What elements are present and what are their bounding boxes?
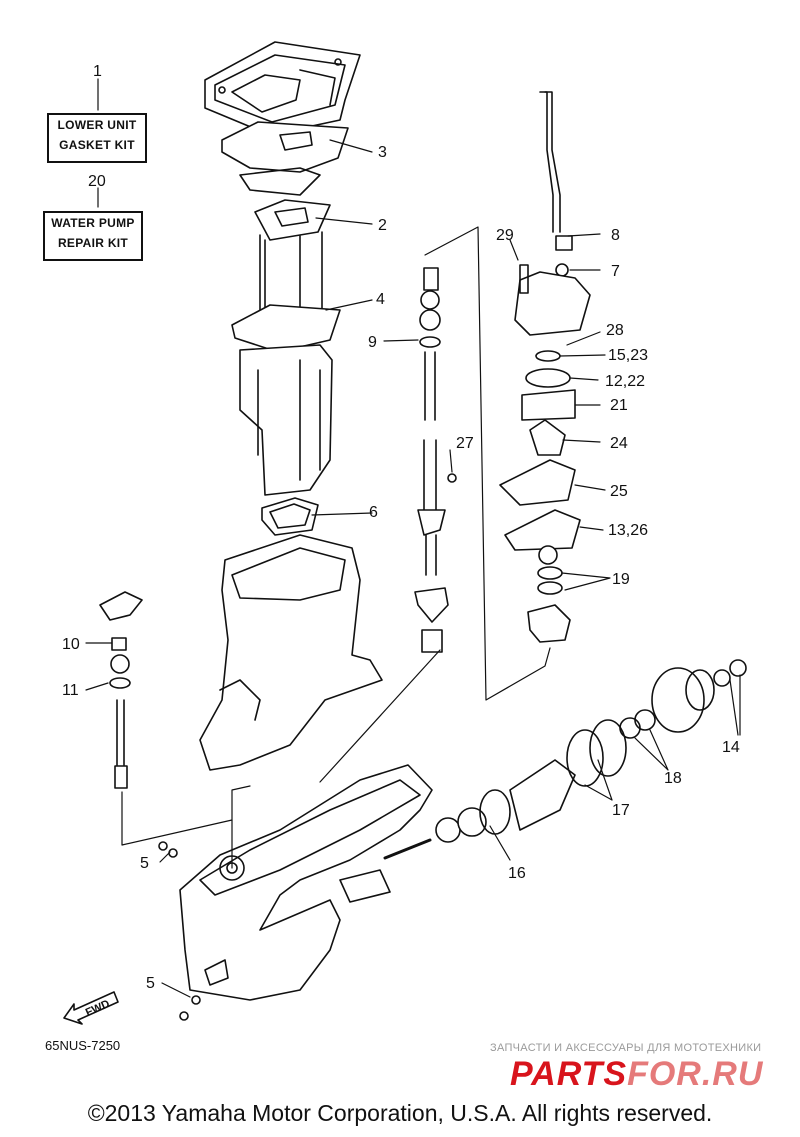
diagram-code: 65NUS-7250 bbox=[45, 1038, 121, 1053]
callout-10: 10 bbox=[62, 636, 80, 653]
callout-28: 28 bbox=[606, 322, 624, 339]
callout-12-22: 12,22 bbox=[605, 373, 645, 390]
watermark-brand: PARTSFOR.RU bbox=[510, 1055, 763, 1094]
callout-8: 8 bbox=[611, 227, 620, 244]
callout-14: 14 bbox=[722, 739, 740, 756]
watermark-tagline: ЗАПЧАСТИ И АКСЕССУАРЫ ДЛЯ МОТОТЕХНИКИ bbox=[490, 1042, 762, 1054]
propeller-shaft-assembly bbox=[339, 659, 747, 903]
fwd-arrow-icon: FWD bbox=[63, 991, 119, 1025]
callout-16: 16 bbox=[508, 865, 526, 882]
callout-7: 7 bbox=[611, 263, 620, 280]
callout-19: 19 bbox=[612, 571, 630, 588]
callout-5-upper: 5 bbox=[140, 855, 149, 872]
callout-25: 25 bbox=[610, 483, 628, 500]
callout-24: 24 bbox=[610, 435, 628, 452]
callout-6: 6 bbox=[369, 504, 378, 521]
callout-4: 4 bbox=[376, 291, 385, 308]
water-pump-assembly bbox=[499, 91, 591, 643]
watermark-brand-part1: PARTS bbox=[510, 1055, 628, 1093]
leader-lines bbox=[85, 78, 741, 998]
water-pump-kit-line1: WATER PUMP bbox=[51, 216, 135, 230]
fwd-label: FWD bbox=[84, 998, 112, 1019]
exhaust-guide bbox=[231, 304, 341, 496]
seal-6 bbox=[261, 497, 319, 536]
callout-15-23: 15,23 bbox=[608, 347, 648, 364]
callout-20: 20 bbox=[88, 173, 106, 190]
connector-lines bbox=[121, 226, 551, 869]
lower-casing bbox=[179, 764, 433, 1001]
callout-9: 9 bbox=[368, 334, 377, 351]
drive-shaft bbox=[414, 267, 449, 653]
callout-13-26: 13,26 bbox=[608, 522, 648, 539]
water-pump-kit-line2: REPAIR KIT bbox=[57, 236, 129, 250]
water-pump-repair-kit-box: WATER PUMP REPAIR KIT bbox=[43, 211, 143, 261]
callout-1: 1 bbox=[93, 63, 102, 80]
callout-18: 18 bbox=[664, 770, 682, 787]
callout-numbers: 2 3 4 5 5 6 7 8 9 10 11 12,22 13,26 14 1… bbox=[62, 63, 740, 992]
callout-21: 21 bbox=[610, 397, 628, 414]
callout-29: 29 bbox=[496, 227, 514, 244]
lower-unit-kit-line1: LOWER UNIT bbox=[57, 118, 137, 132]
upper-casing bbox=[199, 534, 383, 771]
lower-unit-gasket-kit-box: LOWER UNIT GASKET KIT bbox=[47, 113, 147, 163]
callout-17: 17 bbox=[612, 802, 630, 819]
watermark-brand-part2: FOR.RU bbox=[627, 1055, 764, 1093]
shift-rod-assembly bbox=[99, 591, 143, 789]
gasket-3 bbox=[221, 121, 349, 196]
top-cover-plate bbox=[204, 41, 361, 136]
callout-2: 2 bbox=[378, 217, 387, 234]
lower-unit-kit-line2: GASKET KIT bbox=[59, 138, 135, 152]
callout-27: 27 bbox=[456, 435, 474, 452]
callout-11: 11 bbox=[62, 682, 79, 699]
callout-5-lower: 5 bbox=[146, 975, 155, 992]
copyright-notice: ©2013 Yamaha Motor Corporation, U.S.A. A… bbox=[87, 1100, 713, 1126]
callout-3: 3 bbox=[378, 144, 387, 161]
